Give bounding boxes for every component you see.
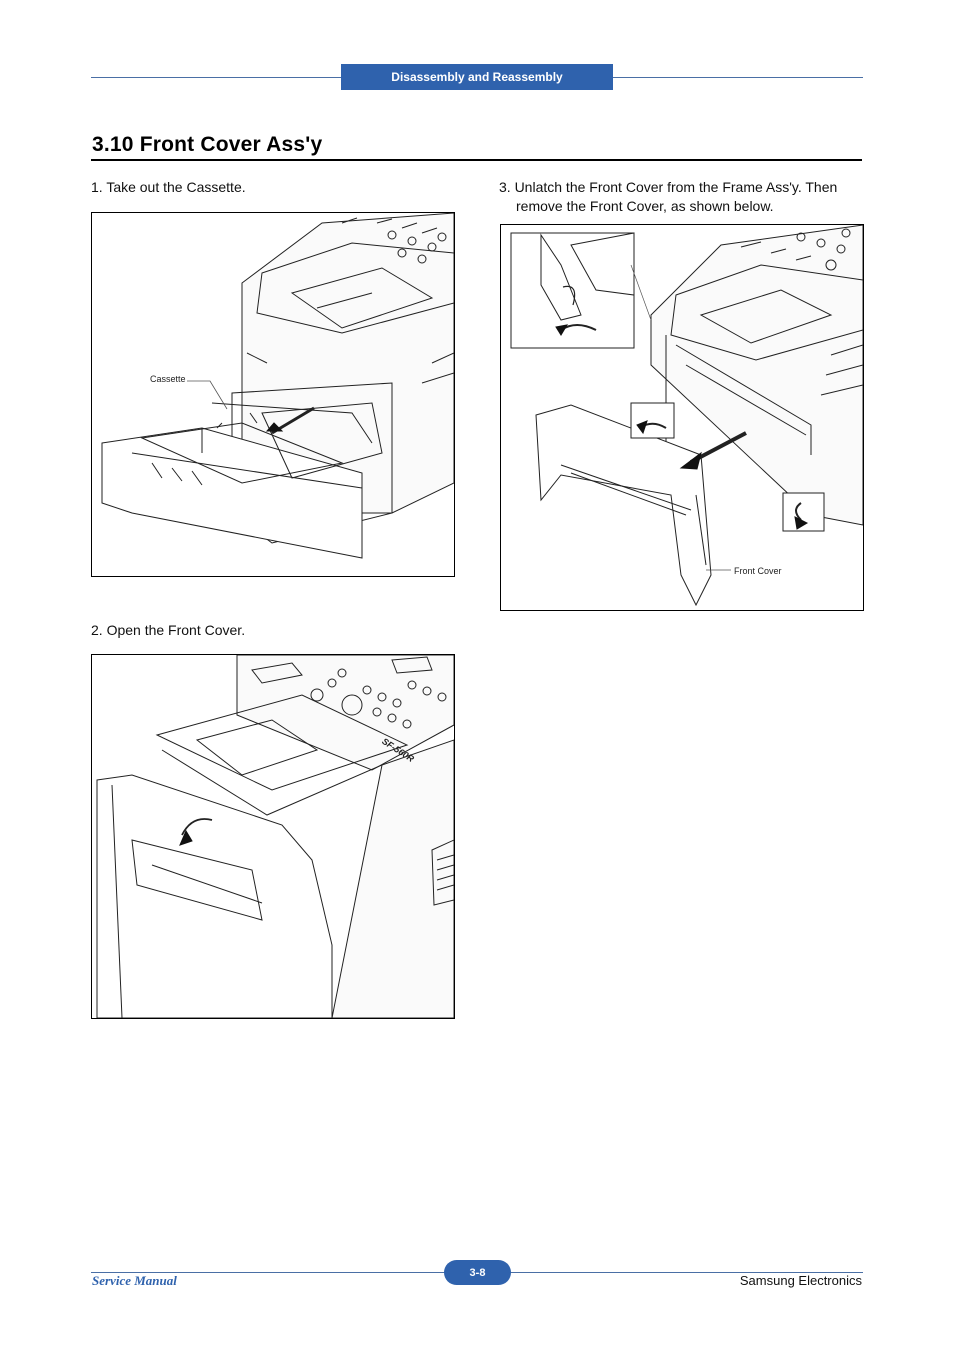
cassette-illustration [101,213,454,559]
footer-company: Samsung Electronics [739,1273,862,1288]
figure-cassette: Cassette [91,212,455,577]
header-tab: Disassembly and Reassembly [341,64,613,90]
step-1-text: 1. Take out the Cassette. [91,179,246,195]
page-number: 3-8 [444,1260,511,1285]
front-cover-remove-illustration [510,225,863,607]
figure-front-cover-open: SF-560R [91,654,455,1019]
step-3-text-line2: remove the Front Cover, as shown below. [516,198,774,214]
step-2-text: 2. Open the Front Cover. [91,622,246,638]
footer-manual-title: Service Manual [92,1273,177,1288]
section-title: 3.10 Front Cover Ass'y [92,133,323,156]
front-cover-open-illustration [96,655,454,1018]
cassette-callout: Cassette [150,374,186,384]
step-3-text-line1: 3. Unlatch the Front Cover from the Fram… [499,179,838,195]
title-rule [91,159,862,161]
front-cover-callout: Front Cover [734,566,782,576]
figure-front-cover-remove: Front Cover [500,224,864,611]
